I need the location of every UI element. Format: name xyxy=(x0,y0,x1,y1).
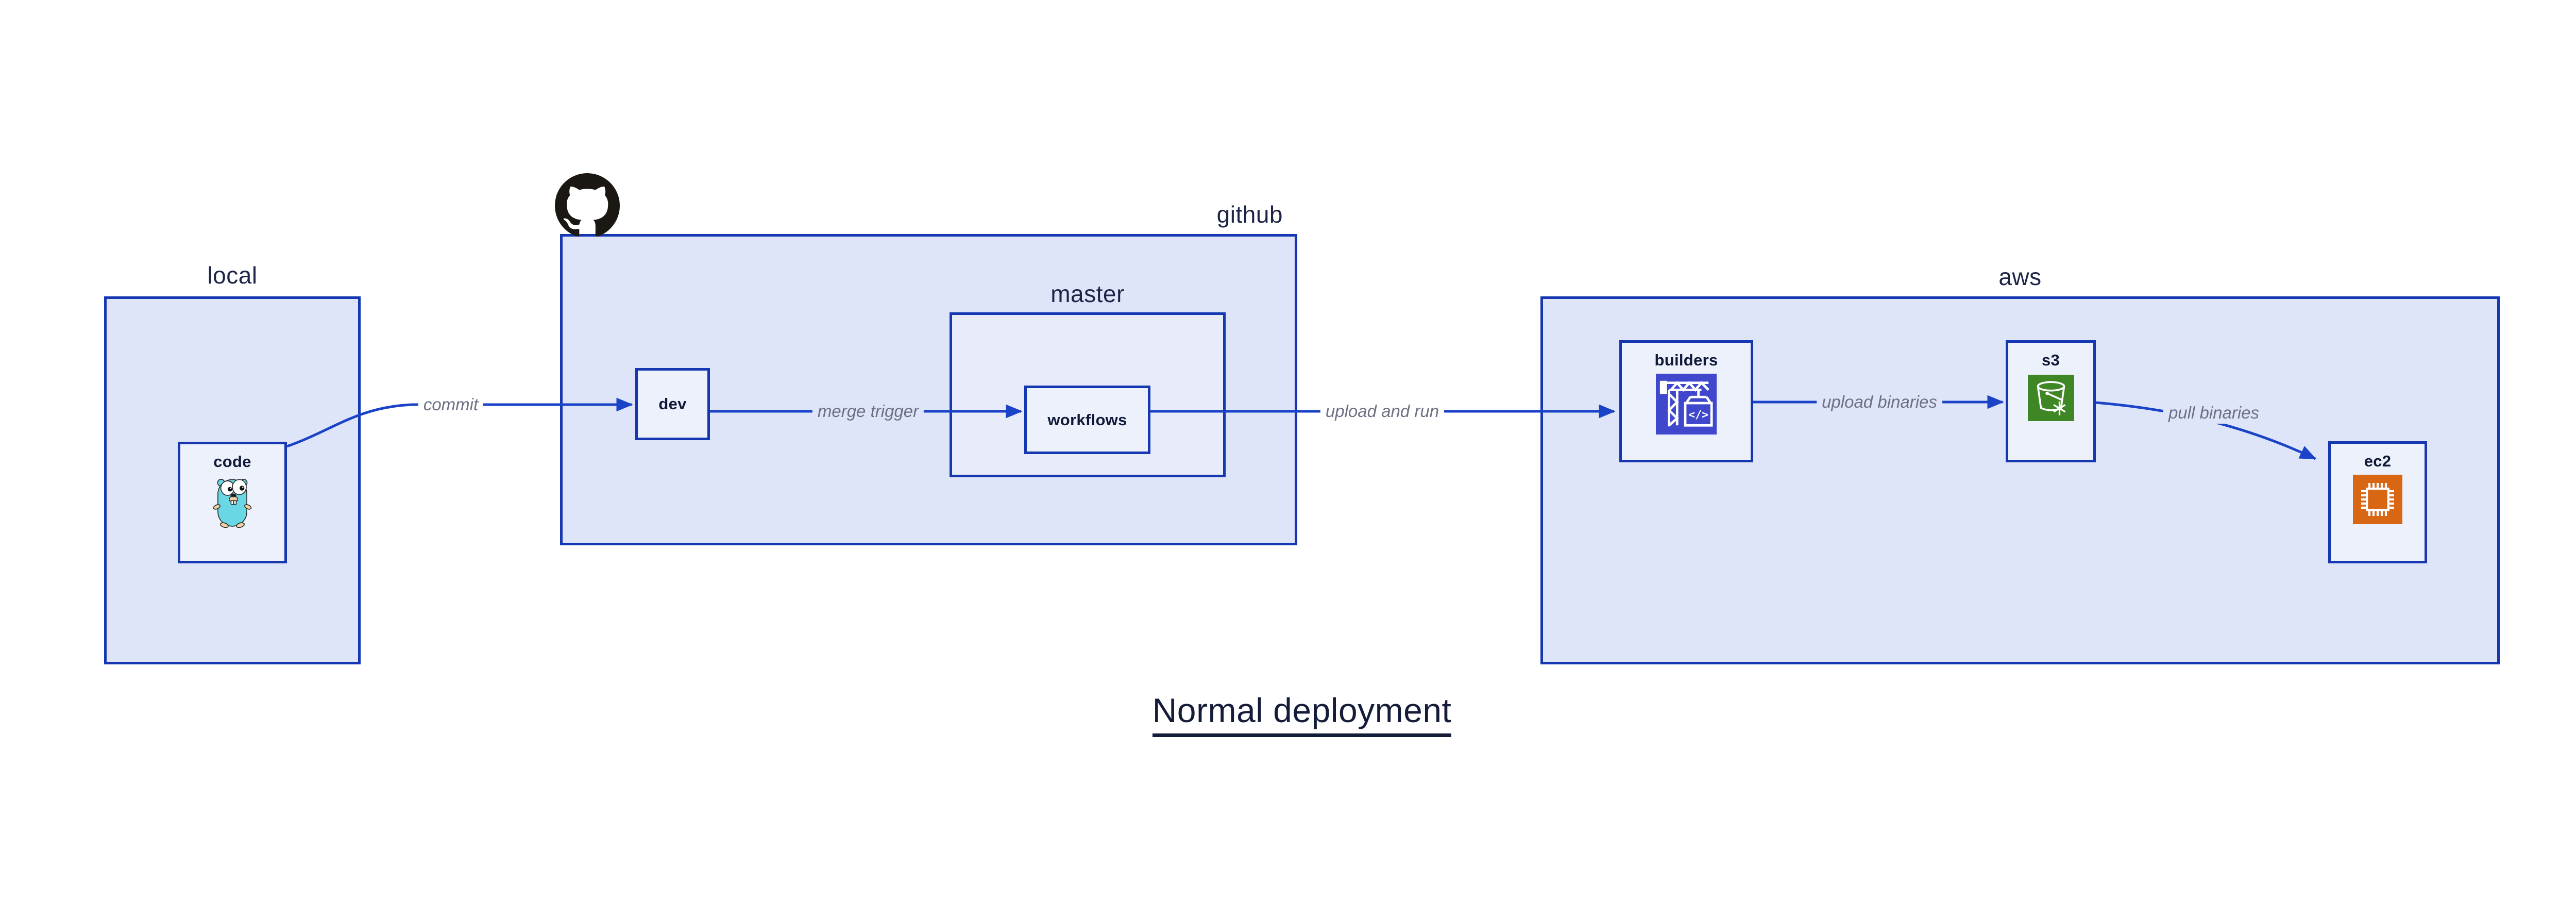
dev-node-label: dev xyxy=(658,395,687,413)
codebuild-code-glyph: </> xyxy=(1688,409,1708,422)
workflows-node-label: workflows xyxy=(1047,410,1127,429)
master-group-label: master xyxy=(1050,280,1125,307)
builders-node-label: builders xyxy=(1654,351,1718,369)
edge-merge-trigger-label: merge trigger xyxy=(812,400,924,422)
aws-group-label: aws xyxy=(1998,263,2042,290)
local-group-label: local xyxy=(207,262,258,289)
go-gopher-icon xyxy=(213,479,252,528)
code-node-label: code xyxy=(213,453,251,471)
s3-node: s3 xyxy=(2006,340,2096,462)
edge-commit-label: commit xyxy=(418,394,484,415)
ec2-chip-icon xyxy=(2353,475,2402,524)
code-node: code xyxy=(178,442,287,563)
ec2-node-label: ec2 xyxy=(2364,452,2392,470)
diagram-title: Normal deployment xyxy=(1152,691,1452,737)
s3-node-label: s3 xyxy=(2041,351,2060,369)
edge-pull-binaries-label: pull binaries xyxy=(2163,402,2265,424)
edge-upload-and-run-label: upload and run xyxy=(1320,400,1445,422)
s3-glacier-bucket-icon xyxy=(2027,375,2074,421)
workflows-node: workflows xyxy=(1024,386,1150,454)
github-octocat-icon xyxy=(555,173,620,237)
github-group-label: github xyxy=(1216,201,1283,228)
edge-upload-binaries-label: upload binaries xyxy=(1817,391,1942,413)
ec2-node: ec2 xyxy=(2328,441,2427,563)
codebuild-crane-icon: </> xyxy=(1656,374,1717,435)
title-row: Normal deployment xyxy=(0,691,2576,737)
builders-node: builders </> xyxy=(1619,340,1753,462)
dev-node: dev xyxy=(635,368,710,440)
